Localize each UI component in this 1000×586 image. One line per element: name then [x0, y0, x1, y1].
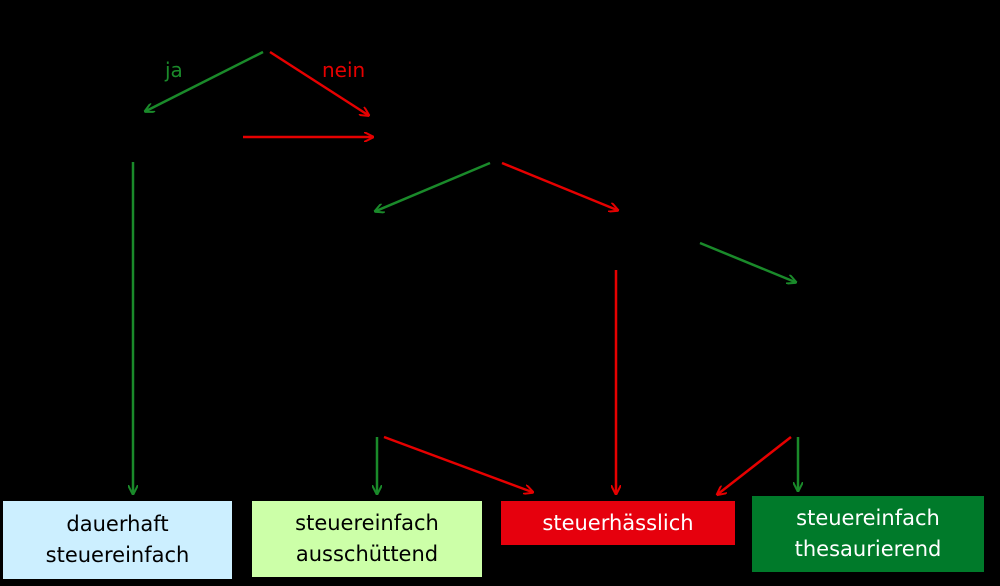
yes-edge-label: ja	[165, 58, 183, 82]
no-edge-label: nein	[322, 58, 366, 82]
arrow-right-to-steuerhaesslich	[718, 436, 792, 494]
arrow-branch-yes	[376, 161, 491, 211]
arrow-left-to-steuerhaesslich	[383, 435, 532, 492]
outcome-box-dauerhaft-steuereinfach: dauerhaft steuereinfach	[2, 500, 233, 580]
arrow-root-no	[269, 50, 368, 115]
outcome-box-steuereinfach-ausschuettend: steuereinfach ausschüttend	[251, 500, 483, 578]
outcome-box-steuerhaesslich: steuerhässlich	[500, 500, 736, 546]
arrow-right-yes	[699, 241, 795, 282]
arrow-root-yes	[146, 50, 264, 111]
arrow-branch-no	[501, 161, 617, 210]
outcome-box-steuereinfach-thesaurierend: steuereinfach thesaurierend	[751, 495, 985, 573]
